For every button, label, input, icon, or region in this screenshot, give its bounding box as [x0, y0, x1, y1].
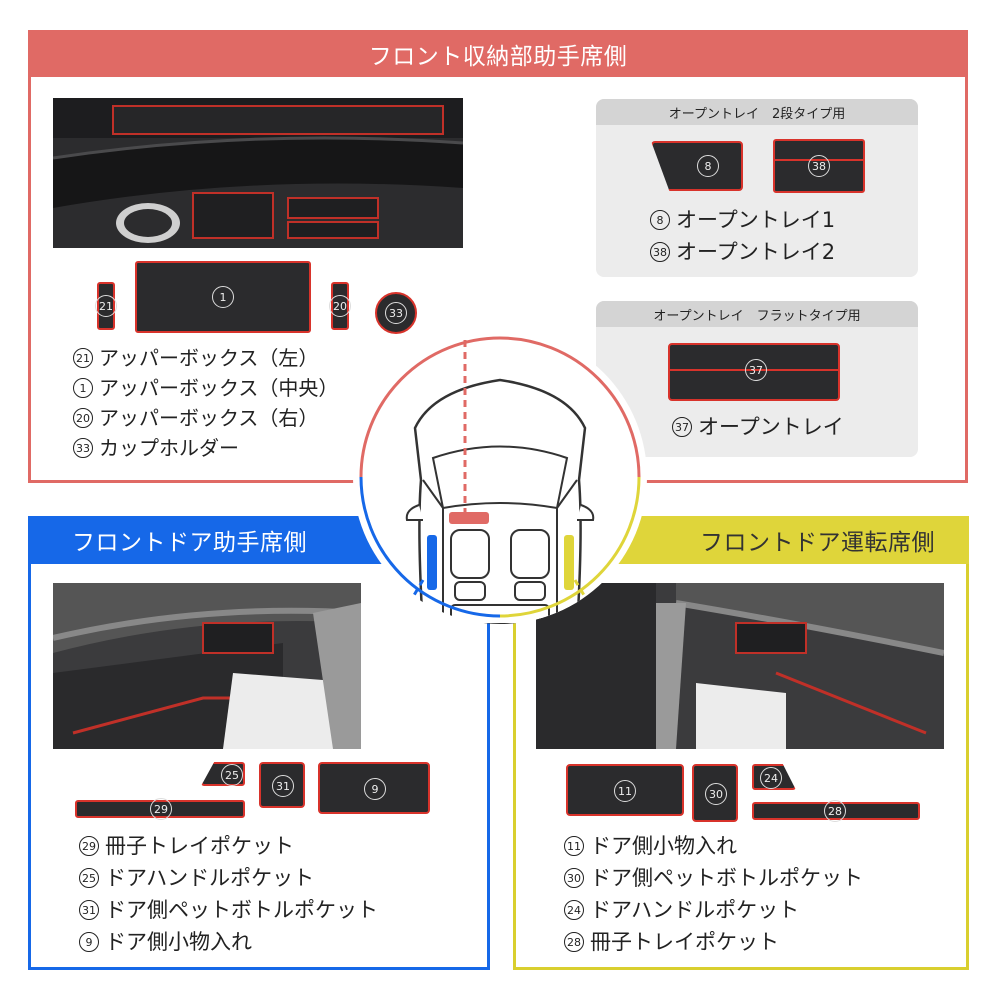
open-tray-2-mat: 38	[773, 139, 865, 193]
passenger-door-photo	[53, 583, 361, 749]
part-num-label: 28	[824, 800, 846, 822]
bottle-pocket-mat: 31	[259, 762, 305, 808]
part-num-label: 21	[95, 295, 117, 317]
cup-holder-mat: 33	[375, 292, 417, 334]
door-handle-pocket-mat: 25	[201, 762, 245, 786]
part-num-label: 11	[614, 780, 636, 802]
circle-border	[359, 336, 641, 618]
open-tray-1-mat: 8	[651, 141, 743, 191]
car-top-view-diagram	[395, 340, 603, 624]
door-small-box-mat: 9	[318, 762, 430, 814]
part-num-label: 1	[212, 286, 234, 308]
part-num-label: 20	[329, 295, 351, 317]
part-num-label: 31	[272, 775, 294, 797]
bottle-pocket-mat: 30	[692, 764, 738, 822]
dashboard-photo	[53, 98, 463, 248]
upper-box-left-mat: 21	[95, 282, 117, 330]
booklet-tray-mat: 28	[752, 800, 920, 822]
part-num-label: 9	[364, 778, 386, 800]
part-num-label: 37	[745, 359, 767, 381]
part-num-label: 25	[221, 764, 243, 786]
driver-door-photo	[536, 583, 944, 749]
open-tray-2-tier-title: オープントレイ 2段タイプ用	[596, 99, 918, 125]
door-handle-pocket-mat: 24	[752, 764, 796, 790]
open-tray-flat-title: オープントレイ フラットタイプ用	[596, 301, 918, 327]
open-tray-flat-mat: 37	[668, 343, 840, 401]
part-num-label: 8	[697, 155, 719, 177]
upper-box-right-mat: 20	[329, 282, 351, 330]
door-small-box-mat: 11	[566, 764, 684, 816]
part-num-label: 24	[760, 767, 782, 789]
booklet-tray-mat: 29	[75, 798, 245, 820]
part-num-label: 33	[385, 302, 407, 324]
part-num-label: 30	[705, 783, 727, 805]
part-num-label: 38	[808, 155, 830, 177]
upper-box-center-mat: 1	[135, 261, 311, 333]
front-storage-header: フロント収納部助手席側	[28, 30, 968, 77]
part-num-label: 29	[150, 798, 172, 820]
